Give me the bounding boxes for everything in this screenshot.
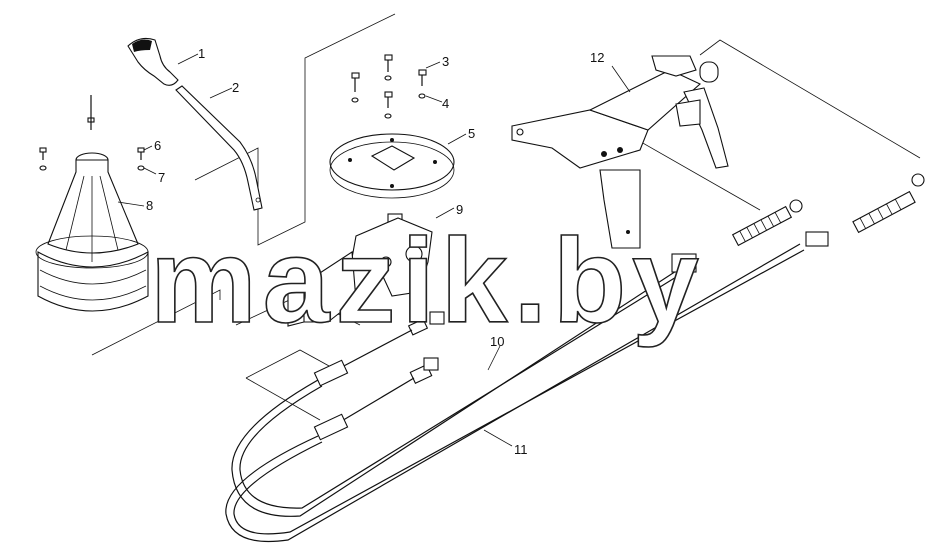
callout-3: 3	[442, 54, 449, 69]
bolt-group	[351, 54, 443, 119]
assembly-guide-lines	[91, 13, 921, 421]
callout-2: 2	[232, 80, 239, 95]
upper-cable-boots	[671, 173, 925, 273]
callout-12: 12	[590, 50, 604, 65]
watermark-text: mazik.by	[150, 214, 705, 348]
callout-5: 5	[468, 126, 475, 141]
mounting-plate	[329, 133, 467, 199]
shift-lever-rod	[175, 85, 263, 211]
callout-8: 8	[146, 198, 153, 213]
callout-labels: 1 2 3 4 5 6 7 8 9 10 11 12	[146, 46, 604, 457]
gear-lever-boot	[35, 152, 149, 312]
callout-7: 7	[158, 170, 165, 185]
transmission-bracket	[511, 55, 729, 249]
callout-10: 10	[490, 334, 504, 349]
control-cables	[225, 243, 805, 543]
shift-mechanism	[287, 207, 455, 327]
callout-1: 1	[198, 46, 205, 61]
shift-knob	[127, 37, 199, 86]
callout-11: 11	[514, 442, 528, 457]
callout-9: 9	[456, 202, 463, 217]
lower-cable-ends	[313, 311, 445, 441]
callout-4: 4	[442, 96, 449, 111]
small-bolts	[39, 95, 157, 175]
callout-6: 6	[154, 138, 161, 153]
